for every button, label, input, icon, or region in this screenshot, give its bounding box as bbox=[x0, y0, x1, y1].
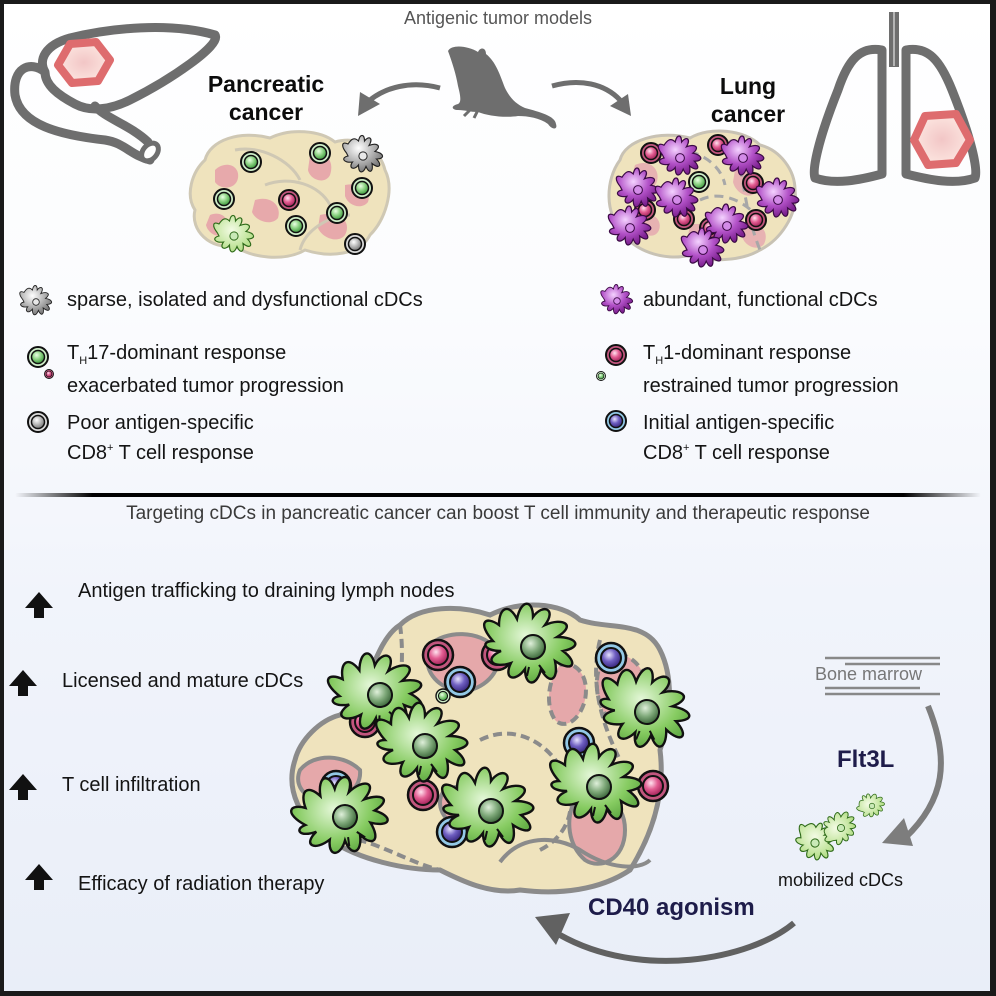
bone-marrow-icon bbox=[825, 656, 940, 696]
purple-dendritic-cell-icon bbox=[601, 285, 633, 314]
lung-title-line2: cancer bbox=[710, 101, 786, 127]
up-arrow-icon bbox=[9, 670, 37, 696]
legend-left-item-2: TH17-dominant response exacerbated tumor… bbox=[67, 342, 344, 397]
lung-title-line1: Lung bbox=[719, 73, 777, 99]
pancreatic-cancer-title: Pancreatic cancer bbox=[196, 70, 336, 126]
pancreatic-title-line2: cancer bbox=[228, 99, 304, 125]
up-arrow-icon bbox=[25, 592, 53, 618]
bone-marrow-label: Bone marrow bbox=[815, 664, 923, 684]
legend-right-item-3: Initial antigen-specific CD8+ T cell res… bbox=[643, 412, 835, 464]
benefit-arrows bbox=[9, 592, 53, 890]
flt3l-arrow-icon bbox=[882, 704, 944, 846]
section-divider bbox=[15, 493, 981, 497]
legend-left-item-1: sparse, isolated and dysfunctional cDCs bbox=[67, 289, 423, 311]
grey-dendritic-cell-icon bbox=[20, 286, 52, 315]
cd40-arrow-icon bbox=[535, 913, 796, 964]
benefit-antigen-trafficking: Antigen trafficking to draining lymph no… bbox=[78, 580, 455, 602]
mouse-icon bbox=[448, 46, 557, 129]
pancreas-icon bbox=[10, 23, 220, 165]
benefit-licensed-cdcs: Licensed and mature cDCs bbox=[62, 670, 304, 692]
arrow-to-lung-icon bbox=[551, 80, 631, 116]
mobilized-cdc-icon bbox=[853, 787, 889, 823]
blue-t-cell-icon bbox=[605, 410, 627, 432]
top-title: Antigenic tumor models bbox=[403, 8, 593, 28]
cd40-agonism-label: CD40 agonism bbox=[588, 894, 755, 921]
up-arrow-icon bbox=[9, 774, 37, 800]
arrow-to-pancreatic-icon bbox=[358, 82, 441, 116]
pink-t-cell-icon bbox=[605, 344, 627, 366]
legend-right-item-1: abundant, functional cDCs bbox=[643, 289, 878, 311]
lungs-icon bbox=[809, 12, 981, 186]
benefit-radiation-efficacy: Efficacy of radiation therapy bbox=[78, 873, 325, 895]
mobilized-cdcs-label: mobilized cDCs bbox=[778, 870, 904, 890]
lung-cancer-title: Lung cancer bbox=[673, 72, 823, 128]
legend-left-item-3: Poor antigen-specific CD8+ T cell respon… bbox=[67, 412, 254, 464]
section-title: Targeting cDCs in pancreatic cancer can … bbox=[126, 503, 870, 524]
grey-t-cell-icon bbox=[27, 411, 49, 433]
pancreatic-title-line1: Pancreatic bbox=[207, 71, 325, 97]
green-t-cell-icon bbox=[27, 346, 49, 368]
benefit-t-cell-infiltration: T cell infiltration bbox=[62, 774, 201, 796]
flt3l-label: Flt3L bbox=[837, 746, 895, 773]
legend-right-item-2: TH1-dominant response restrained tumor p… bbox=[643, 342, 899, 397]
up-arrow-icon bbox=[25, 864, 53, 890]
